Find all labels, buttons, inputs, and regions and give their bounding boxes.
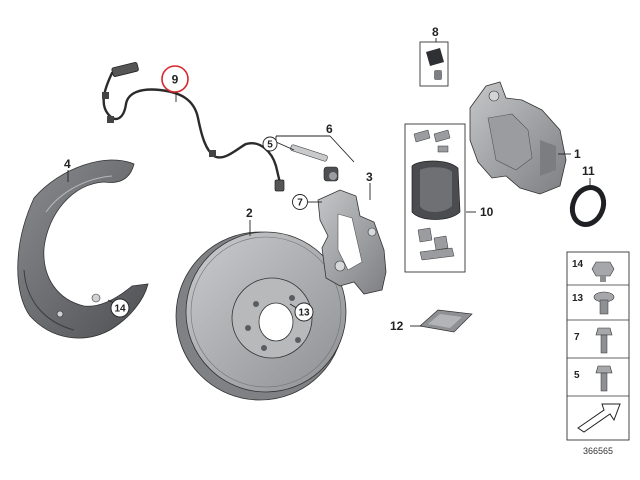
diagram-reference-number: 366565 xyxy=(583,446,613,456)
brake-pad-set xyxy=(404,123,466,273)
callout-3: 3 xyxy=(366,170,373,184)
callout-7-circle: 7 xyxy=(292,194,308,210)
grease-sachet xyxy=(419,309,473,333)
wear-sensor-cable xyxy=(102,61,285,192)
direction-arrow-icon xyxy=(577,403,621,433)
hex-socket-bolt-icon xyxy=(593,291,615,315)
callout-13: 13 xyxy=(298,308,310,319)
callout-6: 6 xyxy=(326,122,333,136)
callout-1: 1 xyxy=(574,147,581,161)
callout-7: 7 xyxy=(297,198,303,209)
flange-bolt-icon xyxy=(595,327,613,354)
panel-label-7: 7 xyxy=(574,332,580,343)
callout-4: 4 xyxy=(64,157,71,171)
callout-13-circle: 13 xyxy=(294,302,314,322)
guide-bolt-icon xyxy=(595,365,613,392)
sealing-ring xyxy=(569,185,607,227)
callout-12: 12 xyxy=(390,319,404,333)
callout-5-circle: 5 xyxy=(262,136,278,152)
panel-label-13: 13 xyxy=(572,293,584,304)
callout-5: 5 xyxy=(267,140,273,151)
panel-label-5: 5 xyxy=(574,370,580,381)
callout-14-circle: 14 xyxy=(110,298,130,318)
callout-14: 14 xyxy=(114,304,126,315)
callout-11: 11 xyxy=(582,164,595,178)
caliper-carrier xyxy=(317,189,387,295)
callout-8: 8 xyxy=(432,25,439,39)
fastener-panel: 14 13 7 5 xyxy=(566,251,630,441)
callout-10: 10 xyxy=(480,205,494,219)
brake-disc xyxy=(175,231,347,401)
callout-2: 2 xyxy=(246,206,253,220)
brake-caliper xyxy=(469,81,567,195)
callout-9: 9 xyxy=(172,73,179,87)
callout-9-circle: 9 xyxy=(161,65,189,93)
bleed-cap-set xyxy=(419,41,449,87)
bolt-icon xyxy=(591,261,615,282)
guide-pin-set xyxy=(290,144,339,182)
brake-dust-shield xyxy=(17,159,149,339)
panel-label-14: 14 xyxy=(572,259,584,270)
